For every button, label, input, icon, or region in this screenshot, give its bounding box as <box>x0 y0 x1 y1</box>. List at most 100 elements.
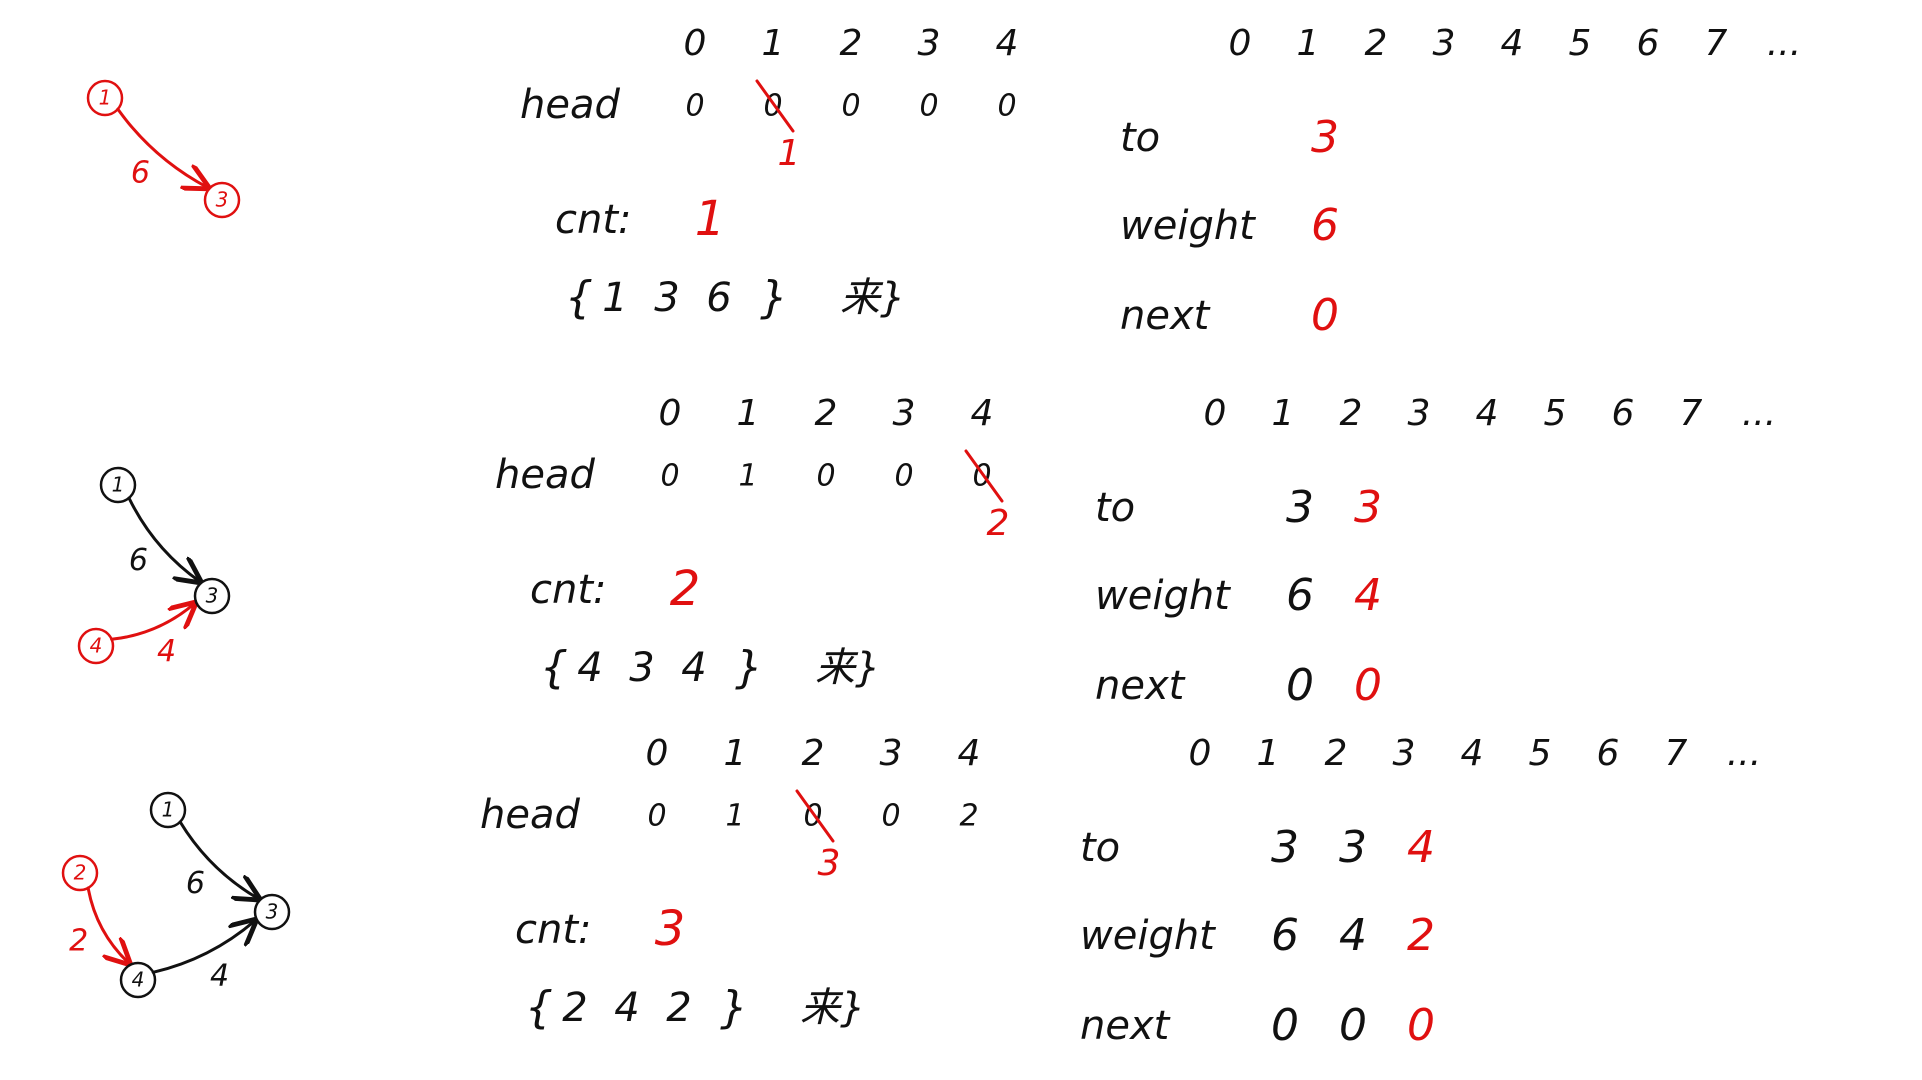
edge-weight-label: 6 <box>129 543 148 578</box>
edge-index: 4 <box>1501 23 1524 64</box>
tuple-value: 3 <box>654 275 679 321</box>
head-index: 1 <box>737 393 760 434</box>
edge-weight-label: 6 <box>131 155 150 190</box>
to-value: 3 <box>1271 822 1299 873</box>
next-value: 0 <box>1407 1000 1435 1051</box>
edge-index: 6 <box>1597 733 1620 774</box>
edge-index: 7 <box>1705 23 1728 64</box>
graph-node-label: 1 <box>162 798 175 822</box>
graph-node <box>99 466 137 504</box>
head-index: 4 <box>996 23 1019 64</box>
head-value: 0 <box>881 799 900 834</box>
tuple-open-brace: { <box>540 642 568 693</box>
to-label: to <box>1095 485 1135 531</box>
graph-node <box>149 791 187 829</box>
strike-mark <box>795 789 835 843</box>
step-1-graph: 6 1 3 <box>86 79 241 219</box>
head-index: 0 <box>646 733 669 774</box>
edge-index: ... <box>1742 393 1776 434</box>
weight-value: 6 <box>1286 570 1314 621</box>
tuple-value: 3 <box>629 645 654 691</box>
graph-node-label: 3 <box>206 584 219 608</box>
head-label: head <box>495 452 595 498</box>
head-value: 2 <box>959 799 978 834</box>
weight-value: 6 <box>1311 200 1339 251</box>
tuple-end-marker: 来} <box>815 645 880 691</box>
edge-index: 7 <box>1665 733 1688 774</box>
cnt-value: 2 <box>670 561 701 617</box>
tuple-value: 2 <box>666 985 691 1031</box>
cnt-value: 1 <box>695 191 726 247</box>
head-replacement: 3 <box>818 843 841 884</box>
weight-label: weight <box>1080 913 1216 959</box>
head-index: 0 <box>659 393 682 434</box>
to-value: 3 <box>1354 482 1382 533</box>
edge-index: 5 <box>1569 23 1592 64</box>
head-replacement: 2 <box>987 503 1010 544</box>
head-index: 4 <box>971 393 994 434</box>
edge-index: 0 <box>1204 393 1227 434</box>
graph-node <box>203 181 241 219</box>
graph-edge <box>86 886 129 963</box>
edge-index: 0 <box>1229 23 1252 64</box>
head-value: 1 <box>738 459 757 494</box>
strike-mark <box>755 79 795 133</box>
next-label: next <box>1080 1003 1171 1049</box>
weight-label: weight <box>1120 203 1256 249</box>
tuple-close-brace: } <box>735 642 763 693</box>
head-value: 0 <box>894 459 913 494</box>
tuple-end-marker: 来} <box>840 275 905 321</box>
tuple-value: 6 <box>706 275 731 321</box>
edge-index: 4 <box>1476 393 1499 434</box>
head-index: 1 <box>762 23 785 64</box>
head-value: 0 <box>919 89 938 124</box>
next-value: 0 <box>1286 660 1314 711</box>
weight-value: 6 <box>1271 910 1299 961</box>
head-value: 0 <box>816 459 835 494</box>
head-index: 3 <box>893 393 916 434</box>
graph-node-label: 1 <box>99 86 112 110</box>
head-index: 2 <box>840 23 863 64</box>
tuple-value: 4 <box>577 645 602 691</box>
cnt-label: cnt: <box>555 197 632 243</box>
graph-node <box>86 79 124 117</box>
graph-edge <box>127 496 200 582</box>
next-label: next <box>1120 293 1211 339</box>
edge-weight-label: 2 <box>69 923 88 958</box>
edge-index: 6 <box>1612 393 1635 434</box>
tuple-close-brace: } <box>720 982 748 1033</box>
head-label: head <box>480 792 580 838</box>
graph-node <box>119 961 157 999</box>
tuple-end-marker: 来} <box>800 985 865 1031</box>
edge-weight-label: 4 <box>157 634 176 669</box>
cnt-label: cnt: <box>530 567 607 613</box>
graph-node <box>193 577 231 615</box>
head-value: 0 <box>841 89 860 124</box>
head-index: 4 <box>958 733 981 774</box>
edge-index: 3 <box>1393 733 1416 774</box>
tuple-close-brace: } <box>760 272 788 323</box>
graph-node-label: 1 <box>112 473 125 497</box>
head-value: 0 <box>997 89 1016 124</box>
weight-value: 4 <box>1354 570 1382 621</box>
to-value: 4 <box>1407 822 1435 873</box>
strike-mark <box>964 449 1004 503</box>
edge-index: 3 <box>1433 23 1456 64</box>
to-value: 3 <box>1339 822 1367 873</box>
graph-node-label: 3 <box>216 188 229 212</box>
head-index: 3 <box>880 733 903 774</box>
edge-weight-label: 4 <box>210 958 229 993</box>
tuple-value: 4 <box>681 645 706 691</box>
head-label: head <box>520 82 620 128</box>
